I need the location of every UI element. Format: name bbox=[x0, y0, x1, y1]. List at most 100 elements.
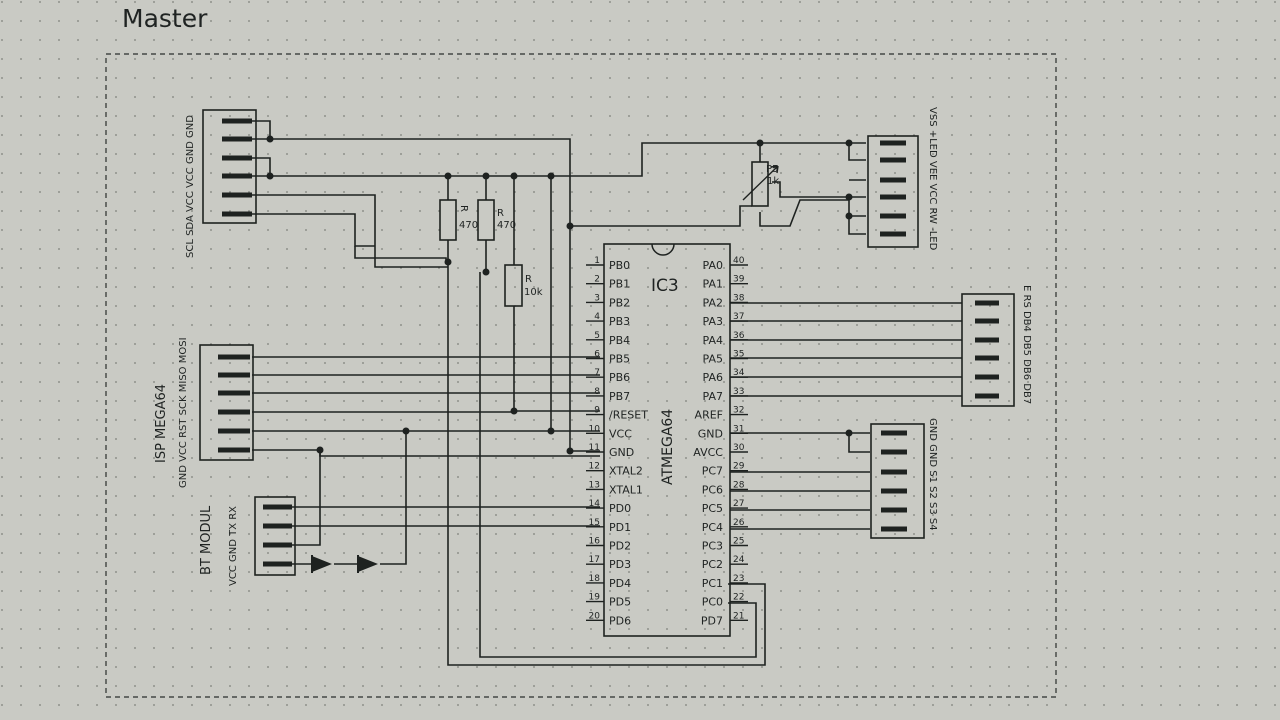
pin-label: PB1 bbox=[609, 278, 630, 291]
connector-lcd-data bbox=[961, 293, 1015, 407]
pin-number: 17 bbox=[589, 555, 600, 565]
wire-lcd-rw bbox=[848, 216, 866, 235]
pin-label: PC3 bbox=[702, 540, 723, 553]
pin-number: 37 bbox=[733, 312, 744, 322]
wire-res-top bbox=[447, 176, 515, 265]
resistor-body bbox=[504, 264, 523, 307]
resistor-value: 10k bbox=[524, 287, 543, 298]
pin-label: PB4 bbox=[609, 334, 630, 347]
diode-icon bbox=[312, 556, 332, 572]
pin-label: AREF bbox=[695, 409, 723, 422]
junction bbox=[402, 427, 410, 435]
junction bbox=[510, 172, 518, 180]
pin-number: 1 bbox=[594, 256, 600, 266]
pin-label: PD3 bbox=[609, 558, 631, 571]
wire-sda bbox=[252, 194, 448, 268]
resistor-ref: R bbox=[497, 208, 504, 219]
wire-i2c-vcc-join bbox=[252, 120, 271, 140]
resistor-r2: R 470 bbox=[477, 199, 516, 241]
pin-label: PD0 bbox=[609, 502, 631, 515]
pin-label: XTAL1 bbox=[609, 483, 643, 496]
resistor-ref: R bbox=[458, 205, 469, 212]
wire-pc1 bbox=[447, 240, 766, 666]
wire-pot-top bbox=[551, 142, 761, 177]
pin-label: GND bbox=[698, 427, 723, 440]
diode-1 bbox=[311, 555, 332, 573]
pin-number: 3 bbox=[594, 293, 600, 303]
pin-number: 23 bbox=[733, 574, 744, 584]
pin-number: 2 bbox=[594, 275, 600, 285]
module-frame bbox=[105, 53, 1057, 698]
pin-number: 39 bbox=[733, 275, 745, 285]
ic-pin-pb2: 3 PB2 bbox=[586, 293, 630, 309]
label-isp-connector: GND VCC RST SCK MISO MOSI bbox=[178, 337, 189, 488]
label-i2c-connector: SCL SDA VCC VCC GND GND bbox=[185, 115, 196, 258]
resistor-value: 470 bbox=[497, 220, 516, 231]
pin-label: PD2 bbox=[609, 540, 631, 553]
potentiometer-p5: P5 1k bbox=[742, 161, 779, 207]
connectors bbox=[199, 109, 1015, 576]
pin-label: PD1 bbox=[609, 521, 631, 534]
junction bbox=[316, 446, 324, 454]
pin-number: 7 bbox=[594, 368, 600, 378]
sheet-title: Master bbox=[122, 4, 208, 33]
pin-number: 6 bbox=[594, 350, 600, 360]
ic-body bbox=[603, 243, 731, 637]
ic-pin-pd3: 17 PD3 bbox=[586, 555, 631, 571]
pin-label: GND bbox=[609, 446, 634, 459]
ic-notch bbox=[651, 243, 675, 256]
wire-i2c-gnd-join bbox=[252, 157, 271, 177]
junction bbox=[266, 135, 274, 143]
resistor-value: 470 bbox=[459, 220, 478, 231]
pin-label: PB7 bbox=[609, 390, 630, 403]
connector-buttons bbox=[870, 423, 925, 539]
pin-label: XTAL2 bbox=[609, 465, 643, 478]
pin-label: PA0 bbox=[703, 259, 723, 272]
pin-number: 22 bbox=[733, 593, 744, 603]
wire-vcc-bus bbox=[270, 138, 600, 452]
junction bbox=[547, 427, 555, 435]
pin-number: 18 bbox=[589, 574, 601, 584]
pin-label: VCC bbox=[609, 427, 632, 440]
pin-number: 27 bbox=[733, 499, 744, 509]
resistor-ref: R bbox=[525, 274, 532, 285]
pin-label: PD4 bbox=[609, 577, 631, 590]
pin-number: 28 bbox=[733, 480, 745, 490]
wire-lcd-vss bbox=[760, 142, 866, 161]
pin-number: 21 bbox=[733, 611, 744, 621]
connector-body bbox=[867, 135, 919, 248]
junction bbox=[566, 447, 574, 455]
wire-btn-gnd-b bbox=[848, 433, 870, 453]
pin-label: PB2 bbox=[609, 296, 630, 309]
ic-name: ATMEGA64 bbox=[660, 409, 676, 485]
pin-number: 4 bbox=[594, 312, 600, 322]
junction bbox=[845, 429, 853, 437]
connector-body bbox=[202, 109, 257, 224]
wire-lcd-vee bbox=[772, 181, 866, 198]
pin-label: PA5 bbox=[703, 353, 723, 366]
ic-pin-pc7: 29 PC7 bbox=[702, 462, 748, 478]
pin-number: 40 bbox=[733, 256, 745, 266]
ic-pin-pb1: 2 PB1 bbox=[586, 275, 630, 291]
pin-label: PC6 bbox=[702, 483, 723, 496]
pin-label: PC7 bbox=[702, 465, 723, 478]
pin-number: 29 bbox=[733, 462, 745, 472]
junction bbox=[845, 139, 853, 147]
